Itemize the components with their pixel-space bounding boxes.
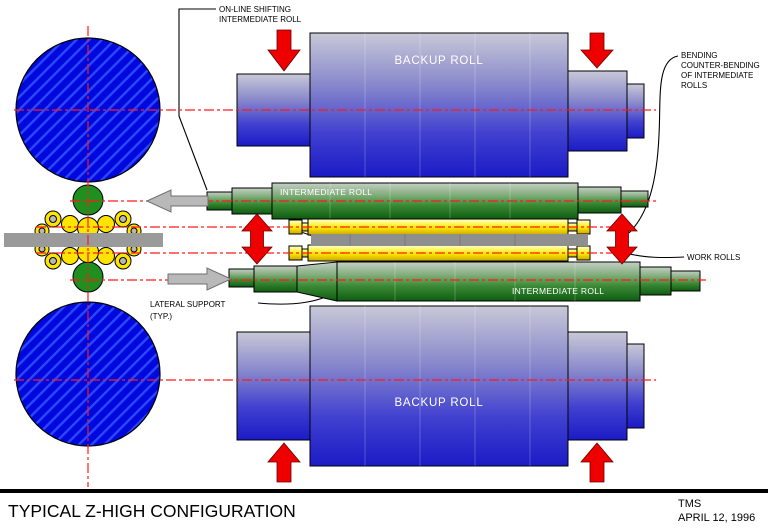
bending-annotation-line2: COUNTER-BENDING	[681, 61, 760, 70]
up-force-arrow-right-icon	[580, 442, 614, 483]
backup-roll-top-label: BACKUP ROLL	[394, 55, 483, 67]
strip-end-view	[4, 233, 163, 247]
lateral-support-annotation-line1: LATERAL SUPPORT	[150, 300, 226, 309]
shift-arrow-left-icon	[145, 189, 209, 213]
footer-divider	[0, 489, 768, 493]
bending-arrow-left-icon	[241, 213, 273, 265]
backup-roll-bottom-label: BACKUP ROLL	[394, 397, 483, 409]
bending-annotation-line1: BENDING	[681, 51, 717, 60]
bending-annotation-line3: OF INTERMEDIATE	[681, 71, 753, 80]
intermediate-roll-bottom	[228, 261, 701, 302]
work-rolls-leader-line	[625, 252, 685, 259]
bending-leader-line	[628, 55, 679, 234]
shifting-leader-line	[178, 8, 216, 191]
shifting-annotation-line2: INTERMEDIATE ROLL	[219, 15, 302, 24]
backup-roll-top	[236, 32, 645, 178]
shifting-annotation-line1: ON-LINE SHIFTING	[219, 5, 291, 14]
diagram-title: TYPICAL Z-HIGH CONFIGURATION	[8, 501, 296, 521]
intermediate-roll-bottom-label: INTERMEDIATE ROLL	[512, 286, 604, 296]
lateral-support-annotation-line2: (TYP.)	[150, 312, 172, 321]
backup-roll-bottom	[236, 305, 645, 467]
strip-segments	[349, 234, 516, 246]
intermediate-roll-bottom-segments	[394, 262, 576, 301]
backup-roll-top-segments	[364, 33, 531, 177]
down-force-arrow-left-icon	[267, 29, 301, 72]
backup-roll-bottom-segments	[364, 306, 531, 466]
bending-annotation-line4: ROLLS	[681, 81, 707, 90]
up-force-arrow-left-icon	[267, 442, 301, 483]
credit-date: APRIL 12, 1996	[678, 512, 755, 524]
down-force-arrow-right-icon	[580, 32, 614, 69]
bending-arrow-right-icon	[606, 213, 638, 265]
strip-side-view	[311, 234, 588, 246]
work-rolls-annotation: WORK ROLLS	[687, 253, 740, 262]
credit-org: TMS	[678, 498, 701, 510]
intermediate-roll-top-label: INTERMEDIATE ROLL	[280, 187, 372, 197]
shift-arrow-right-icon	[167, 267, 233, 291]
